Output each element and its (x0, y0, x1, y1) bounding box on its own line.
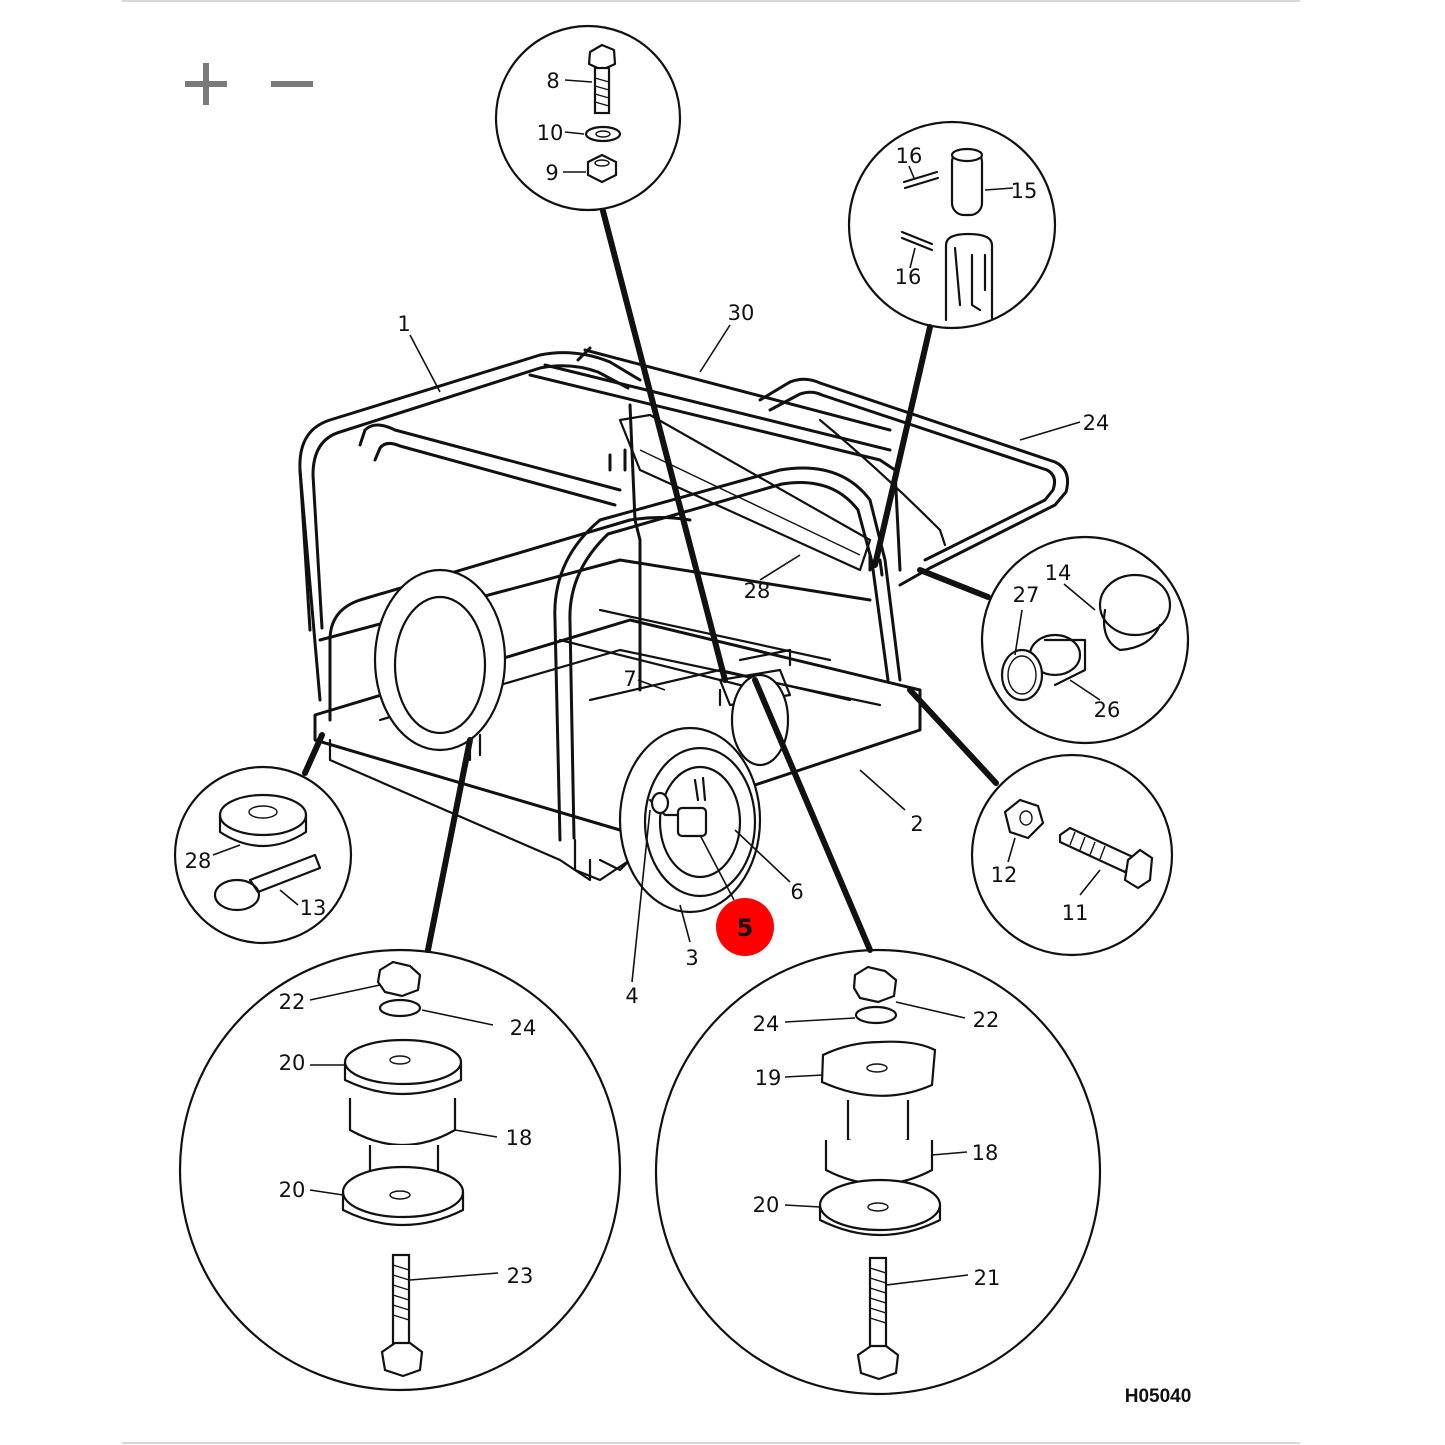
callout-18-left: 18 (506, 1126, 533, 1150)
callout-2: 2 (910, 812, 923, 836)
callout-6: 6 (790, 880, 803, 904)
callout-27: 27 (1013, 583, 1040, 607)
zoom-in-button[interactable] (182, 60, 230, 108)
detail-pins (847, 120, 1057, 330)
callout-20-right: 20 (753, 1193, 780, 1217)
callout-20-left-bottom: 20 (279, 1178, 306, 1202)
callout-22-left: 22 (279, 990, 306, 1014)
callout-3: 3 (685, 946, 698, 970)
trolley-frame-drawing (298, 346, 1070, 914)
plus-icon (185, 63, 227, 105)
callout-labels: 1 2 3 4 6 7 8 10 9 11 12 13 14 15 16 16 … (185, 69, 1192, 1407)
callout-25: 24 (1083, 411, 1110, 435)
callout-7: 7 (623, 667, 636, 691)
zoom-out-button[interactable] (268, 60, 316, 108)
callout-8: 8 (546, 69, 559, 93)
callout-4: 4 (625, 984, 638, 1008)
callout-10: 10 (537, 121, 564, 145)
callout-9: 9 (545, 161, 558, 185)
detail-ring-pin (173, 765, 353, 945)
callout-15: 15 (1011, 179, 1038, 203)
detail-pointer-lines (302, 208, 999, 953)
callout-23: 23 (507, 1264, 534, 1288)
highlight-circle[interactable] (716, 898, 774, 956)
detail-top-bolt (494, 24, 682, 212)
callout-22-right: 22 (973, 1008, 1000, 1032)
callout-5[interactable]: 5 (737, 914, 754, 942)
highlighted-part-marker[interactable]: 5 (716, 898, 774, 956)
bottom-divider (122, 1442, 1300, 1444)
callout-28: 28 (185, 849, 212, 873)
detail-plug (980, 535, 1190, 745)
callout-13: 13 (300, 896, 327, 920)
callout-18-right: 18 (972, 1141, 999, 1165)
detail-nut-bolt (970, 753, 1174, 957)
top-divider (122, 0, 1300, 2)
callout-20-left-top: 20 (279, 1051, 306, 1075)
drawing-code: H05040 (1125, 1386, 1192, 1407)
callout-1: 1 (397, 312, 410, 336)
callout-24-left: 24 (510, 1016, 537, 1040)
callout-24-right: 24 (753, 1012, 780, 1036)
callout-12: 12 (991, 863, 1018, 887)
callout-30: 30 (728, 301, 755, 325)
callout-16: 16 (896, 144, 923, 168)
detail-mount-right (654, 948, 1102, 1396)
callout-19: 19 (755, 1066, 782, 1090)
callout-21: 21 (974, 1266, 1001, 1290)
main-callout-leaders (409, 324, 1081, 983)
callout-26: 26 (1094, 698, 1121, 722)
callout-17: 16 (895, 265, 922, 289)
callout-14: 14 (1045, 561, 1072, 585)
callout-29: 28 (744, 579, 771, 603)
minus-icon (271, 81, 313, 87)
detail-mount-left (178, 948, 622, 1392)
callout-11: 11 (1062, 901, 1089, 925)
